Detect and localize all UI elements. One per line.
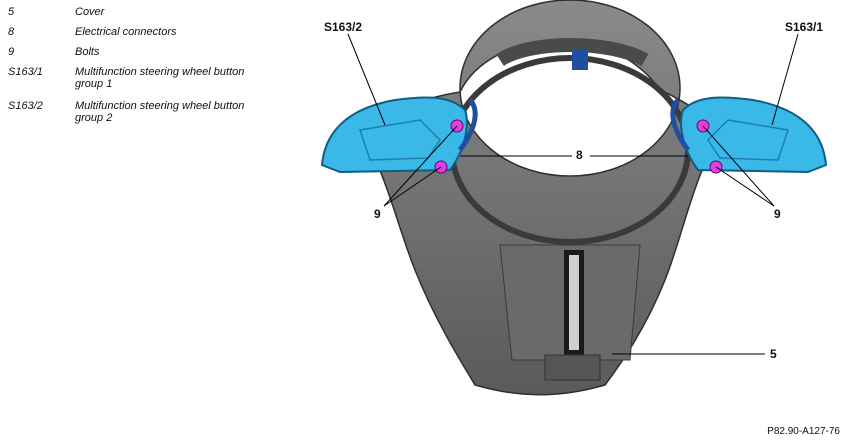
legend-id: 5 [8, 6, 15, 18]
callout-s163-1: S163/1 [785, 20, 824, 34]
connector-right [670, 98, 691, 152]
legend-row-connectors: 8 Electrical connectors [8, 26, 298, 46]
legend-row-button-group-2: S163/2 Multifunction steering wheel butt… [8, 100, 298, 134]
legend-desc: Cover [75, 6, 105, 18]
lower-tab [544, 354, 601, 381]
legend-id: 8 [8, 26, 15, 38]
callout-5: 5 [770, 347, 777, 361]
top-arc [496, 38, 649, 67]
legend-desc: Electrical connectors [75, 26, 177, 38]
legend-row-button-group-1: S163/1 Multifunction steering wheel butt… [8, 66, 298, 100]
leader-9-right-a [702, 125, 775, 207]
button-group-1-panel [680, 96, 828, 174]
legend-desc: Multifunction steering wheel button grou… [75, 66, 245, 90]
leader-9-left-b [383, 166, 442, 207]
legend-desc: Bolts [75, 46, 100, 58]
leader-9-right-b [715, 166, 775, 207]
callout-8: 8 [576, 148, 583, 162]
button-group-2-panel [320, 96, 468, 174]
legend-id: S163/2 [8, 100, 43, 112]
callout-s163-2: S163/2 [324, 20, 363, 34]
leader-s163-1 [771, 33, 799, 126]
figure-reference: P82.90-A127-76 [767, 426, 840, 437]
legend-desc: Multifunction steering wheel button grou… [75, 100, 245, 124]
legend-id: S163/1 [8, 66, 43, 78]
legend-id: 9 [8, 46, 15, 58]
steering-wheel-figure: S163/2 S163/1 8 9 9 5 [300, 0, 848, 443]
legend-table: 5 Cover 8 Electrical connectors 9 Bolts … [8, 6, 298, 134]
center-slot-inner [569, 255, 579, 350]
leader-s163-2 [347, 33, 386, 126]
top-connector [572, 50, 588, 70]
callout-9-left: 9 [374, 207, 381, 221]
legend-row-bolts: 9 Bolts [8, 46, 298, 66]
button-group-1-detail [707, 119, 789, 161]
steering-wheel-drawing [320, 0, 828, 396]
button-group-2-detail [359, 119, 441, 161]
leader-9-left-a [383, 125, 458, 207]
callout-9-right: 9 [774, 207, 781, 221]
legend-row-cover: 5 Cover [8, 6, 298, 26]
connector-left [457, 98, 478, 152]
